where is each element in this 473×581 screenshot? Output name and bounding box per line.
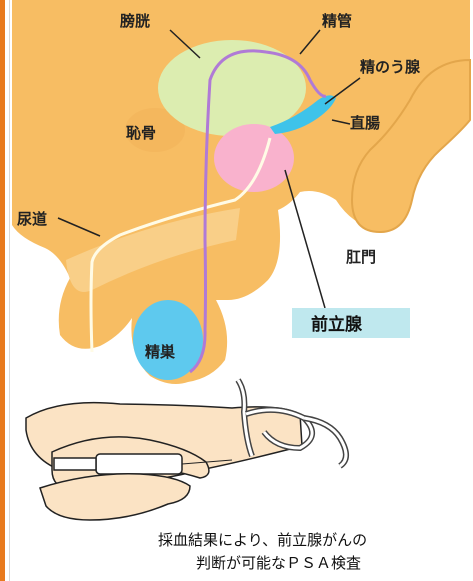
caption-line-2: 判断が可能なＰＳＡ検査 xyxy=(196,554,361,572)
label-testis: 精巣 xyxy=(145,343,176,361)
syringe-barrel xyxy=(96,454,182,474)
label-rectum: 直腸 xyxy=(350,114,380,132)
label-pubic-bone: 恥骨 xyxy=(126,124,156,142)
label-seminal-vesicle: 精のう腺 xyxy=(360,58,421,76)
label-urethra: 尿道 xyxy=(17,210,47,228)
label-bladder: 膀胱 xyxy=(120,12,150,30)
syringe-plunger xyxy=(54,458,96,470)
label-prostate: 前立腺 xyxy=(311,314,363,335)
blood-draw-illustration xyxy=(26,380,346,520)
label-vas-deferens: 精管 xyxy=(322,12,352,30)
label-anus: 肛門 xyxy=(346,248,376,266)
caption-line-1: 採血結果により、前立腺がんの xyxy=(158,531,367,549)
